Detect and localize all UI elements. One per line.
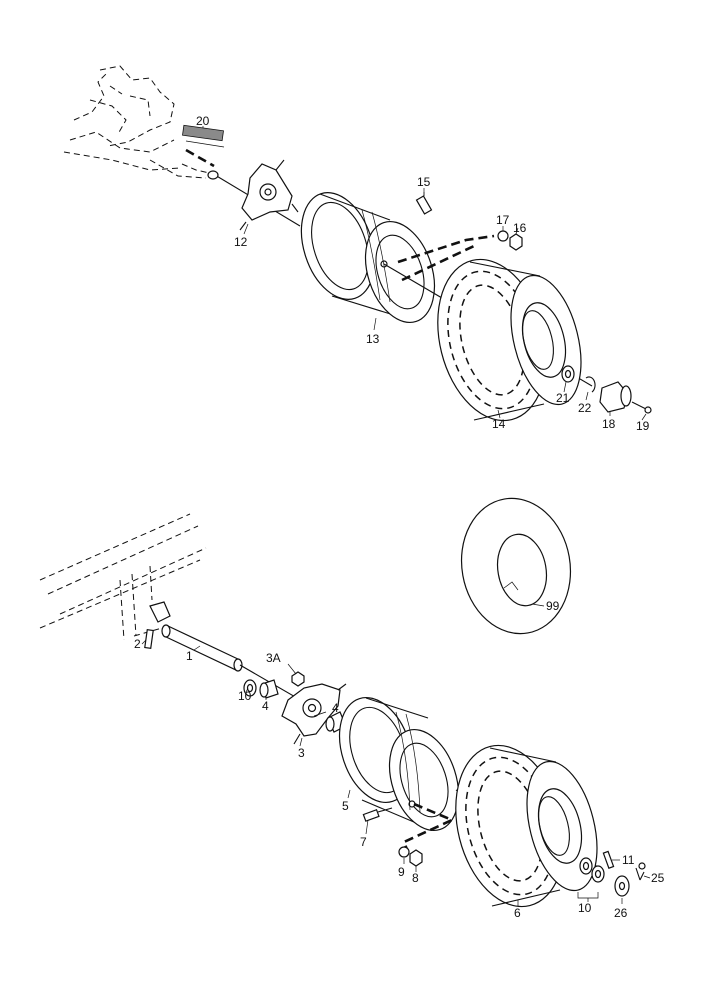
leader-lines-top [202, 126, 647, 421]
part-2-pin [141, 628, 154, 650]
label-22: 22 [578, 401, 592, 415]
label-26: 26 [614, 906, 628, 920]
label-21: 21 [556, 391, 570, 405]
top-assembly: 20 15 17 16 12 13 21 22 18 19 14 [63, 65, 652, 433]
part-20-pin [182, 124, 225, 168]
label-10-top: 10 [238, 689, 252, 703]
label-7: 7 [360, 835, 367, 849]
label-10-bottom: 10 [578, 901, 592, 915]
labels-top: 20 15 17 16 12 13 21 22 18 19 14 [196, 114, 650, 433]
label-3: 3 [298, 746, 305, 760]
label-5: 5 [342, 799, 349, 813]
parts-18-19-21-22 [561, 365, 652, 414]
parts-4-10-bushing [243, 679, 279, 699]
label-16: 16 [513, 221, 527, 235]
part-5-rim [339, 696, 460, 832]
label-99: 99 [546, 599, 560, 613]
part-13-rim [300, 192, 436, 324]
label-12: 12 [234, 235, 248, 249]
label-19: 19 [636, 419, 650, 433]
part-6-tire [455, 744, 598, 908]
label-11: 11 [622, 853, 635, 867]
part-99-inner-tube: 99 [460, 497, 572, 635]
label-9: 9 [398, 865, 405, 879]
label-17: 17 [496, 213, 510, 227]
label-15: 15 [417, 175, 431, 189]
part-14-tire [437, 258, 582, 422]
labels-bottom: 2 1 3A 10 4 4 3 5 7 9 8 11 25 10 26 6 [134, 637, 665, 920]
part-3-hub [281, 663, 347, 745]
label-18: 18 [602, 417, 616, 431]
label-20: 20 [196, 114, 210, 128]
label-25: 25 [651, 871, 665, 885]
label-14: 14 [492, 417, 506, 431]
bottom-assembly: 2 1 3A 10 4 4 3 5 7 9 8 11 25 10 26 6 [39, 513, 665, 920]
part-7-valve [362, 807, 393, 822]
label-2: 2 [134, 637, 141, 651]
vehicle-frame-top [63, 65, 215, 179]
vehicle-frame-bottom [39, 513, 207, 641]
parts-10-11-25-26 [577, 850, 646, 902]
label-4-left: 4 [262, 699, 269, 713]
part-12-hub [207, 159, 301, 231]
label-1: 1 [186, 649, 193, 663]
label-3a: 3A [266, 651, 281, 665]
label-8: 8 [412, 871, 419, 885]
parts-8-9-nuts [398, 846, 423, 867]
label-4-right: 4 [332, 701, 339, 715]
label-6: 6 [514, 906, 521, 920]
label-13: 13 [366, 332, 380, 346]
leader-lines-bottom [193, 645, 651, 906]
